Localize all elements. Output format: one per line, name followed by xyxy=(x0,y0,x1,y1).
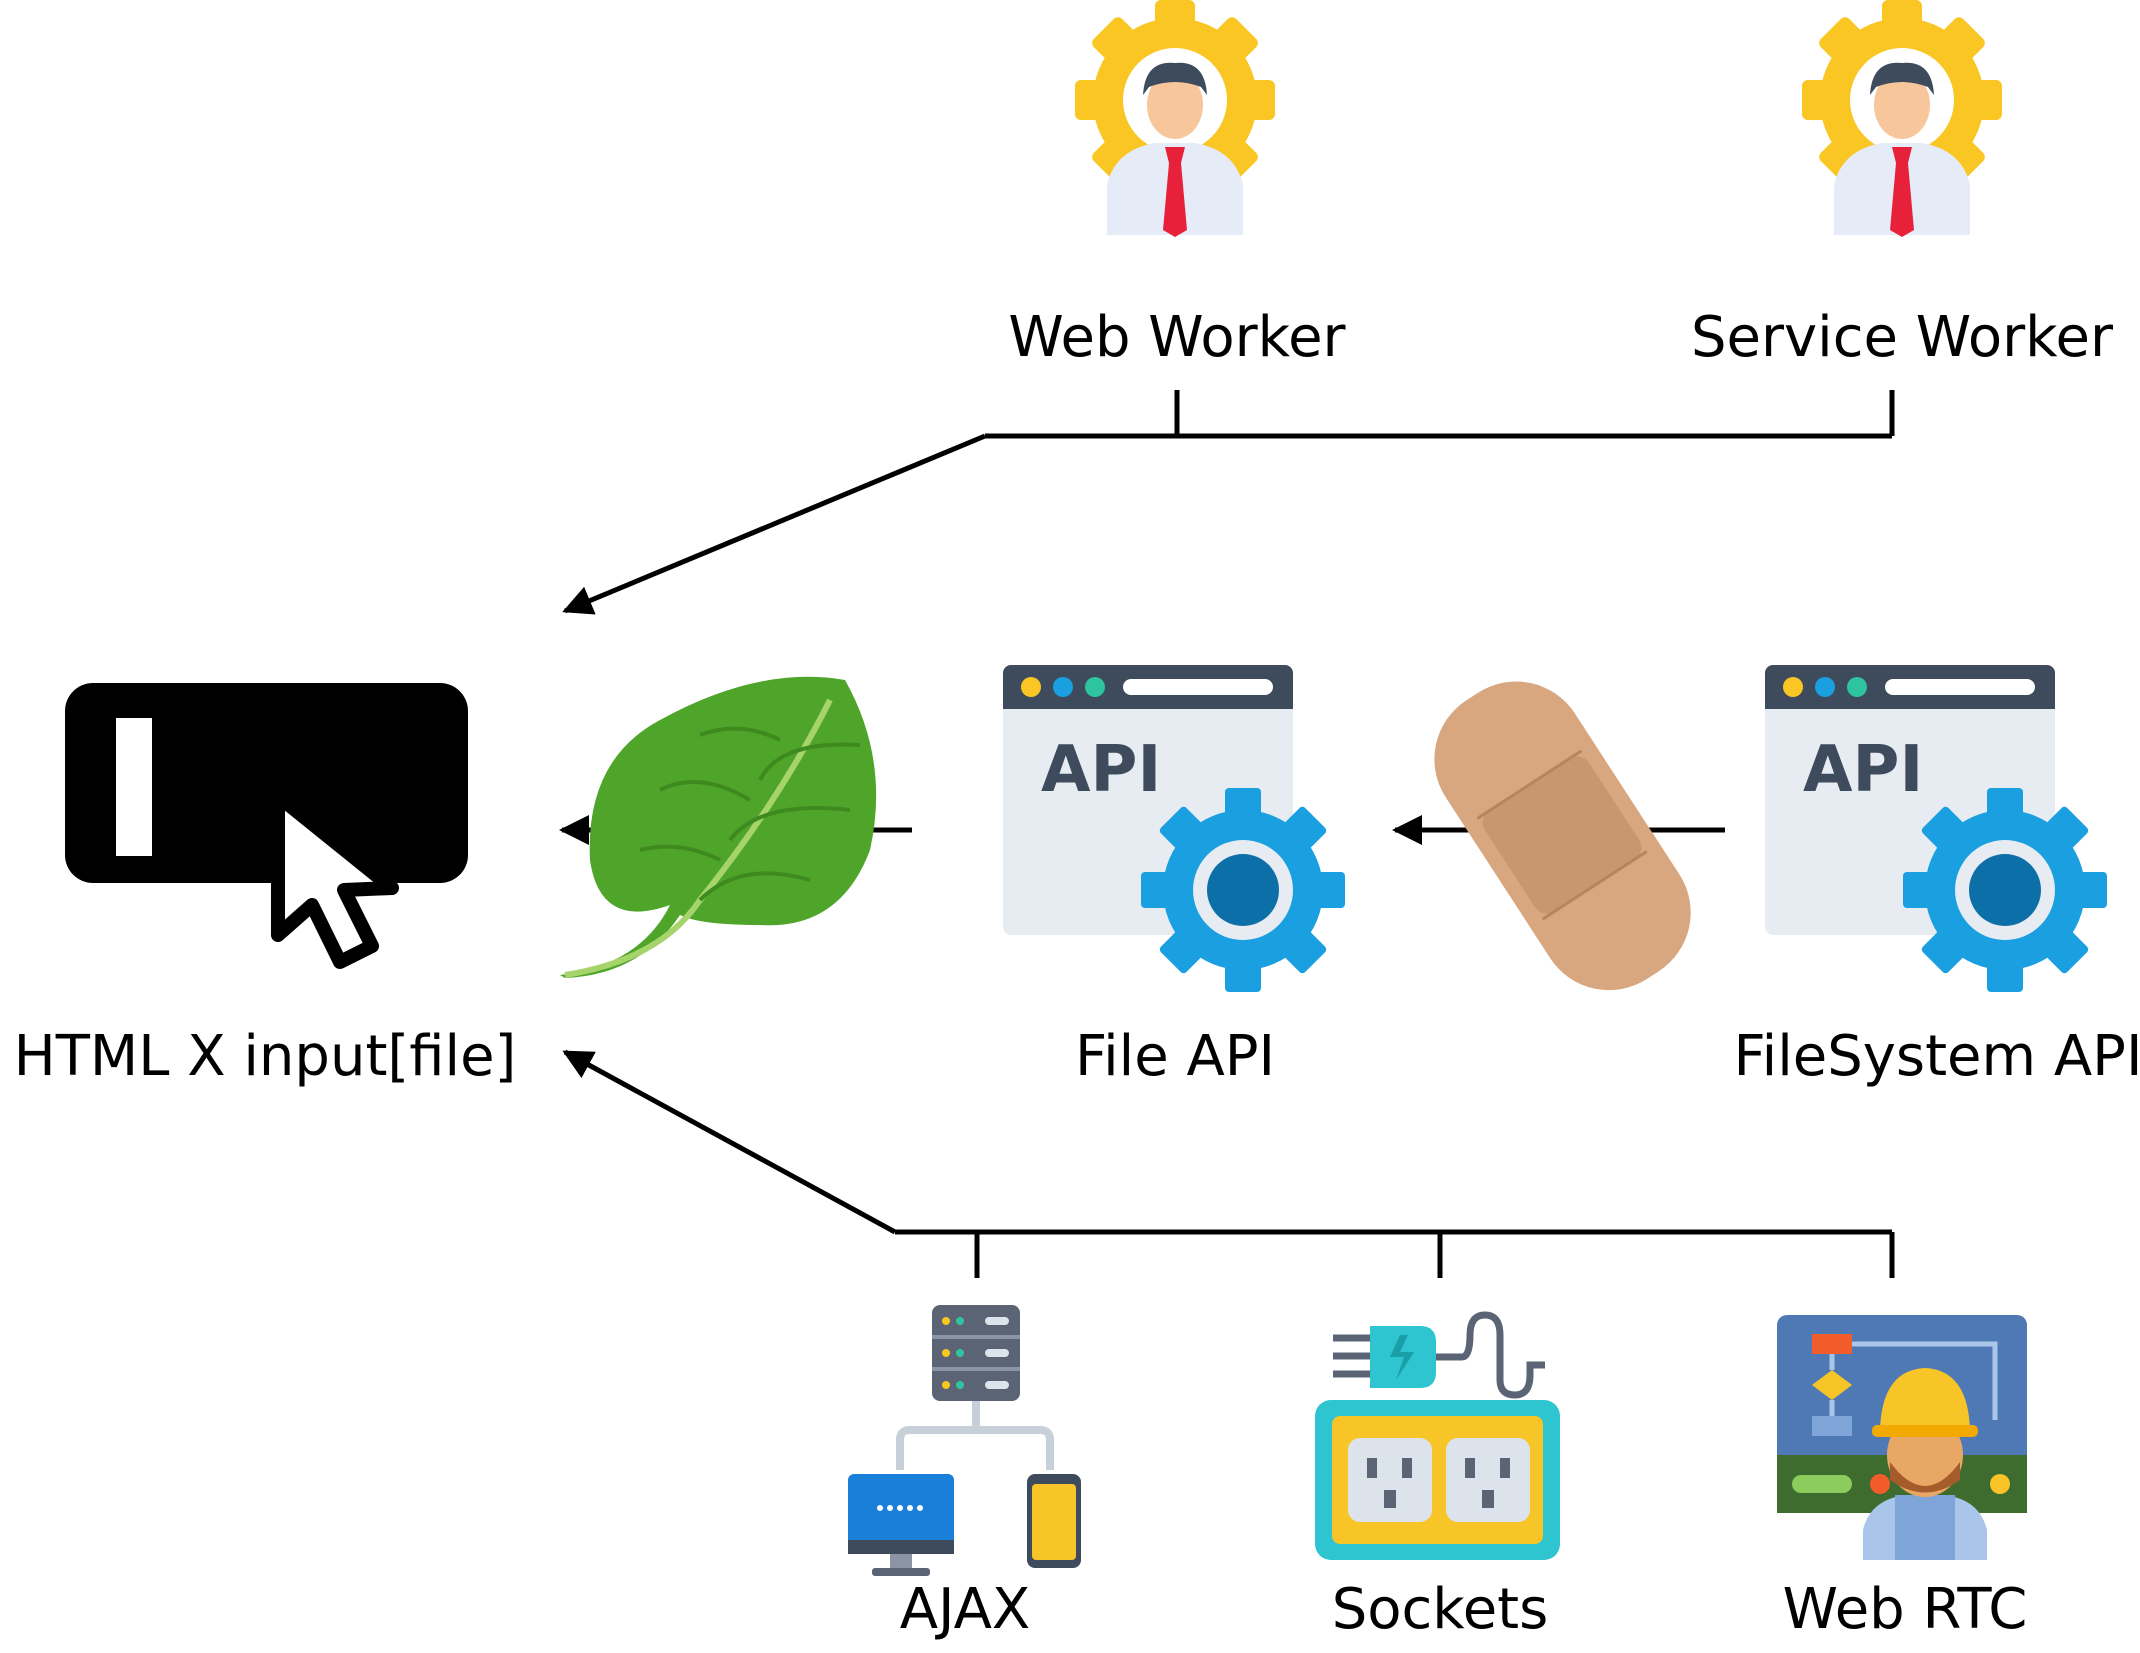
web-rtc-label: Web RTC xyxy=(1783,1577,2028,1642)
engineer-gear-icon xyxy=(1075,0,1275,237)
file-api-label: File API xyxy=(1075,1024,1275,1089)
file-api-node: File API xyxy=(1003,665,1345,1089)
api-window-gear-icon xyxy=(1003,665,1345,992)
arrow-workers-to-input xyxy=(562,433,986,615)
arrow-network-to-input xyxy=(562,1049,897,1235)
service-worker-label: Service Worker xyxy=(1691,305,2114,370)
web-worker-label: Web Worker xyxy=(1008,305,1346,370)
ajax-label: AJAX xyxy=(900,1577,1031,1642)
html-input-node: HTML X input[file] xyxy=(14,683,517,1089)
plantain-node xyxy=(560,676,877,978)
input-cursor-icon xyxy=(65,683,468,969)
power-socket-icon xyxy=(1315,1311,1560,1560)
web-rtc-node: Web RTC xyxy=(1777,1315,2027,1642)
server-network-icon xyxy=(848,1305,1081,1576)
sockets-label: Sockets xyxy=(1332,1577,1549,1642)
filesystem-api-label: FileSystem API xyxy=(1734,1024,2140,1089)
service-worker-node: Service Worker xyxy=(1691,0,2114,370)
developer-dashboard-icon xyxy=(1777,1315,2027,1560)
sockets-node: Sockets xyxy=(1315,1311,1560,1642)
api-window-gear-icon xyxy=(1765,665,2107,992)
filesystem-api-node: FileSystem API xyxy=(1734,665,2140,1089)
bandage-icon xyxy=(1434,681,1691,991)
html-input-label: HTML X input[file] xyxy=(14,1024,517,1089)
engineer-gear-icon xyxy=(1802,0,2002,237)
plantain-leaf-icon xyxy=(560,676,877,978)
web-worker-node: Web Worker xyxy=(1008,0,1347,370)
bandage-node xyxy=(1434,681,1691,991)
ajax-node: AJAX xyxy=(848,1305,1081,1642)
